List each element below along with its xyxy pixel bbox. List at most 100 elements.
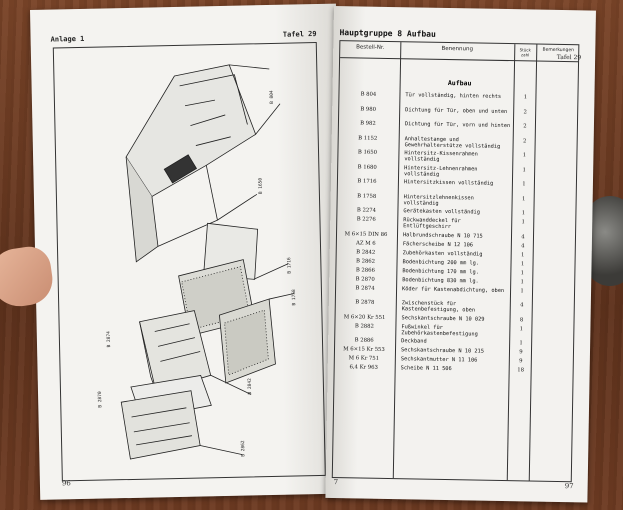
table-row: B 1758 Hintersitzlehnenkissen vollständig… — [338, 192, 576, 207]
part-quantity: 4 — [520, 302, 524, 309]
svg-text:B 1716: B 1716 — [286, 257, 292, 274]
part-description: Hintersitz-Lehnenrahmen vollständig — [404, 164, 478, 178]
left-header-tafel: Tafel 29 — [282, 30, 317, 39]
svg-text:B 2870: B 2870 — [97, 391, 103, 408]
part-quantity: 1 — [520, 251, 525, 258]
part-quantity: 1 — [519, 325, 524, 332]
right-page: Hauptgruppe 8 Aufbau Bestell-Nr. Benennu… — [325, 6, 596, 503]
part-description: Deckband — [401, 338, 427, 345]
part-number: B 2882 — [354, 322, 375, 330]
part-quantity: 1 — [520, 260, 525, 267]
right-footer-mark: 7 — [333, 478, 339, 487]
part-description: Zwischenstück für Kastenbefestigung, obe… — [401, 300, 476, 314]
table-row: M 6×15 Kr 553 Sechskantschraube N 10 215 9 — [335, 346, 573, 355]
svg-text:B 804: B 804 — [269, 90, 275, 104]
part-description: Hintersitz-Kissenrahmen vollständig — [404, 150, 478, 164]
part-quantity: 18 — [517, 367, 525, 374]
table-row: B 2882 Fußwinkel für Zubehörkastenbefesti… — [335, 322, 573, 338]
part-number: B 1152 — [358, 134, 378, 142]
part-number: B 2878 — [355, 299, 375, 306]
right-tafel-label: Tafel 29 — [556, 53, 582, 62]
part-quantity: 2 — [522, 137, 527, 144]
part-description: Hintersitzlehnenkissen vollständig — [403, 193, 474, 207]
table-row: B 2874 Köder für Kastenabdichtung, oben 1 — [336, 284, 574, 294]
part-number: M 6 Kr 751 — [348, 355, 380, 362]
part-number: B 1758 — [357, 192, 377, 200]
part-quantity: 1 — [520, 287, 524, 294]
part-number: AZ M 6 — [355, 239, 376, 247]
svg-text:B 2862: B 2862 — [240, 440, 246, 457]
col-header-bestell-nr: Bestell-Nr. — [356, 44, 385, 51]
left-page: Anlage 1 Tafel 29 — [30, 3, 347, 500]
part-description: Fächerscheibe N 12 106 — [402, 240, 474, 248]
part-quantity: 9 — [519, 358, 523, 365]
part-quantity: 4 — [521, 233, 525, 240]
part-description: Sechskantmutter N 11 106 — [400, 356, 478, 364]
header-divider — [340, 57, 579, 63]
part-number: B 2870 — [355, 275, 375, 283]
part-quantity: 2 — [523, 123, 527, 130]
part-number: M 6×15 DIN 86 — [344, 230, 388, 238]
part-quantity: 4 — [521, 242, 525, 249]
part-description: Sechskantschraube N 10 029 — [401, 314, 485, 323]
part-quantity: 1 — [521, 195, 526, 202]
part-quantity: 1 — [521, 210, 526, 217]
part-quantity: 1 — [523, 94, 528, 101]
part-number: B 2274 — [356, 207, 377, 214]
col-header-bemerkungen: Bemerkungen — [542, 47, 575, 54]
table-row: AZ M 6 Fächerscheibe N 12 106 4 — [337, 239, 575, 249]
part-description: Fußwinkel für Zubehörkastenbefestigung — [401, 323, 478, 338]
part-number: B 982 — [360, 120, 376, 127]
part-description: Dichtung für Tür, vorn und hinten — [404, 121, 511, 130]
part-description: Köder für Kastenabdichtung, oben — [402, 285, 505, 294]
part-number: M 6×15 Kr 553 — [343, 346, 385, 353]
part-number: B 2886 — [354, 337, 374, 344]
section-heading-aufbau: Aufbau — [447, 79, 472, 88]
right-page-title: Hauptgruppe 8 Aufbau — [339, 28, 436, 39]
part-number: 6,4 Kr 963 — [349, 364, 378, 371]
part-number: B 980 — [360, 105, 377, 113]
table-row: M 6 Kr 751 Sechskantmutter N 11 106 9 — [335, 355, 573, 364]
exploded-body-drawing: B 804 B 1650 B 1716 B 1758 B 2842 B 2862… — [97, 64, 297, 460]
part-description: Hintersitzkissen vollständig — [403, 179, 494, 187]
svg-text:B 2874: B 2874 — [106, 331, 112, 348]
part-quantity: 8 — [519, 316, 524, 323]
part-description: Scheibe N 11 506 — [400, 365, 452, 373]
part-description: Bodenbichtung 830 mm lg. — [402, 276, 479, 285]
part-quantity: 1 — [519, 340, 523, 347]
part-quantity: 1 — [522, 181, 526, 188]
exploded-drawing-frame: B 804 B 1650 B 1716 B 1758 B 2842 B 2862… — [52, 42, 326, 482]
left-header-anlage: Anlage 1 — [50, 34, 85, 44]
col-header-stueckzahl: Stück zahl — [519, 47, 531, 58]
part-quantity: 9 — [519, 349, 523, 356]
part-description: Anhaltestange und Gewehrhalterstütze vol… — [404, 135, 501, 150]
table-row: B 1152 Anhaltestange und Gewehrhalterstüt… — [339, 134, 577, 150]
part-description: Sechskantschraube N 10 215 — [400, 347, 484, 355]
part-quantity: 1 — [520, 269, 525, 276]
part-quantity: 1 — [522, 166, 526, 173]
table-row: 6,4 Kr 963 Scheibe N 11 506 18 — [335, 364, 573, 373]
table-row: B 1650 Hintersitz-Kissenrahmen vollständi… — [339, 149, 577, 163]
part-number: M 6×20 Kr 551 — [343, 313, 386, 321]
part-quantity: 2 — [523, 108, 527, 115]
part-number: B 2874 — [355, 284, 375, 292]
part-quantity: 1 — [521, 219, 525, 226]
table-row: B 2866 Bodenbichtung 170 mm lg. 1 — [336, 266, 574, 276]
part-description: Halbrundschraube N 10 715 — [402, 231, 483, 240]
table-row: M 6×15 DIN 86 Halbrundschraube N 10 715 4 — [337, 230, 575, 240]
part-description: Bodenbichtung 170 mm lg. — [402, 267, 479, 276]
col-header-benennung: Benennung — [441, 45, 474, 53]
part-number: B 2866 — [355, 266, 375, 274]
right-page-number: 97 — [564, 482, 574, 491]
part-number: B 1650 — [357, 149, 378, 156]
table-row: M 6×20 Kr 551 Sechskantschraube N 10 029 8 — [336, 313, 574, 323]
part-description: Rückwanddeckel für Entlüftgeschirr — [403, 217, 461, 231]
